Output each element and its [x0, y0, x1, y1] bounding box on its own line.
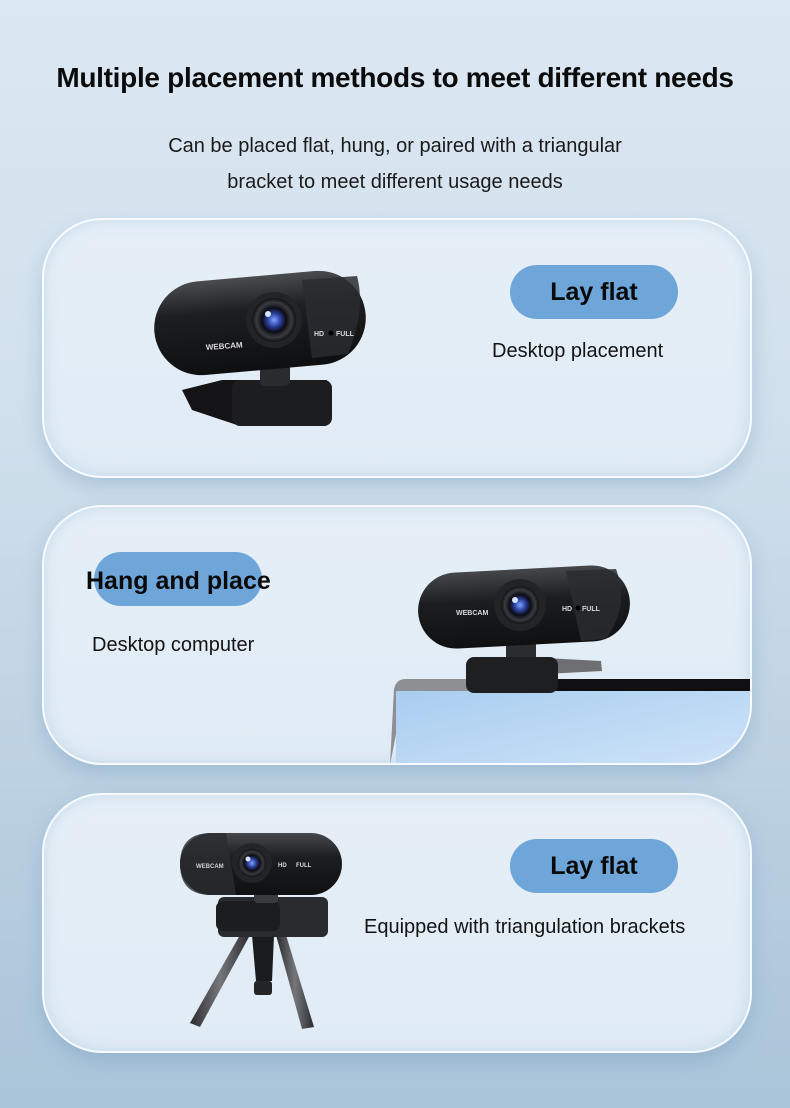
badge-label: Hang and place: [86, 567, 271, 595]
page-title: Multiple placement methods to meet diffe…: [56, 62, 734, 93]
webcam-label-full: FULL: [336, 331, 355, 338]
webcam-hang-image: WEBCAM HD FULL: [418, 565, 630, 693]
webcam-label-hd: HD: [562, 606, 572, 613]
webcam-label-hd: HD: [278, 863, 287, 869]
webcam-label-left: WEBCAM: [206, 340, 244, 352]
webcam-tripod-image: WEBCAM HD FULL: [180, 833, 342, 1029]
placement-card-flat: WEBCAM HD FULL Lay flat Desktop placemen…: [42, 218, 752, 478]
card-description: Desktop computer: [92, 634, 255, 656]
monitor-image: [390, 679, 750, 763]
placement-card-tripod: WEBCAM HD FULL Lay flat Equipped with tr…: [42, 793, 752, 1053]
webcam-label-hd: HD: [314, 331, 324, 338]
webcam-label-full: FULL: [582, 606, 601, 613]
badge-label: Lay flat: [550, 277, 638, 306]
webcam-flat-image: WEBCAM HD FULL: [154, 270, 366, 426]
webcam-label-left: WEBCAM: [456, 610, 488, 617]
badge-lay-flat: Lay flat: [510, 839, 678, 893]
placement-card-hang: Hang and place Desktop computer WEBCA: [42, 505, 752, 765]
card-description: Desktop placement: [492, 340, 664, 362]
page-subtitle: Can be placed flat, hung, or paired with…: [0, 128, 790, 200]
badge-label: Lay flat: [550, 851, 638, 880]
card-description: Equipped with triangulation brackets: [364, 916, 686, 938]
badge-hang-and-place: [94, 552, 262, 606]
webcam-label-left: WEBCAM: [196, 864, 224, 870]
subtitle-line-1: Can be placed flat, hung, or paired with…: [168, 135, 622, 157]
badge-lay-flat: Lay flat: [510, 265, 678, 319]
webcam-label-full: FULL: [296, 863, 312, 869]
subtitle-line-2: bracket to meet different usage needs: [227, 171, 563, 193]
